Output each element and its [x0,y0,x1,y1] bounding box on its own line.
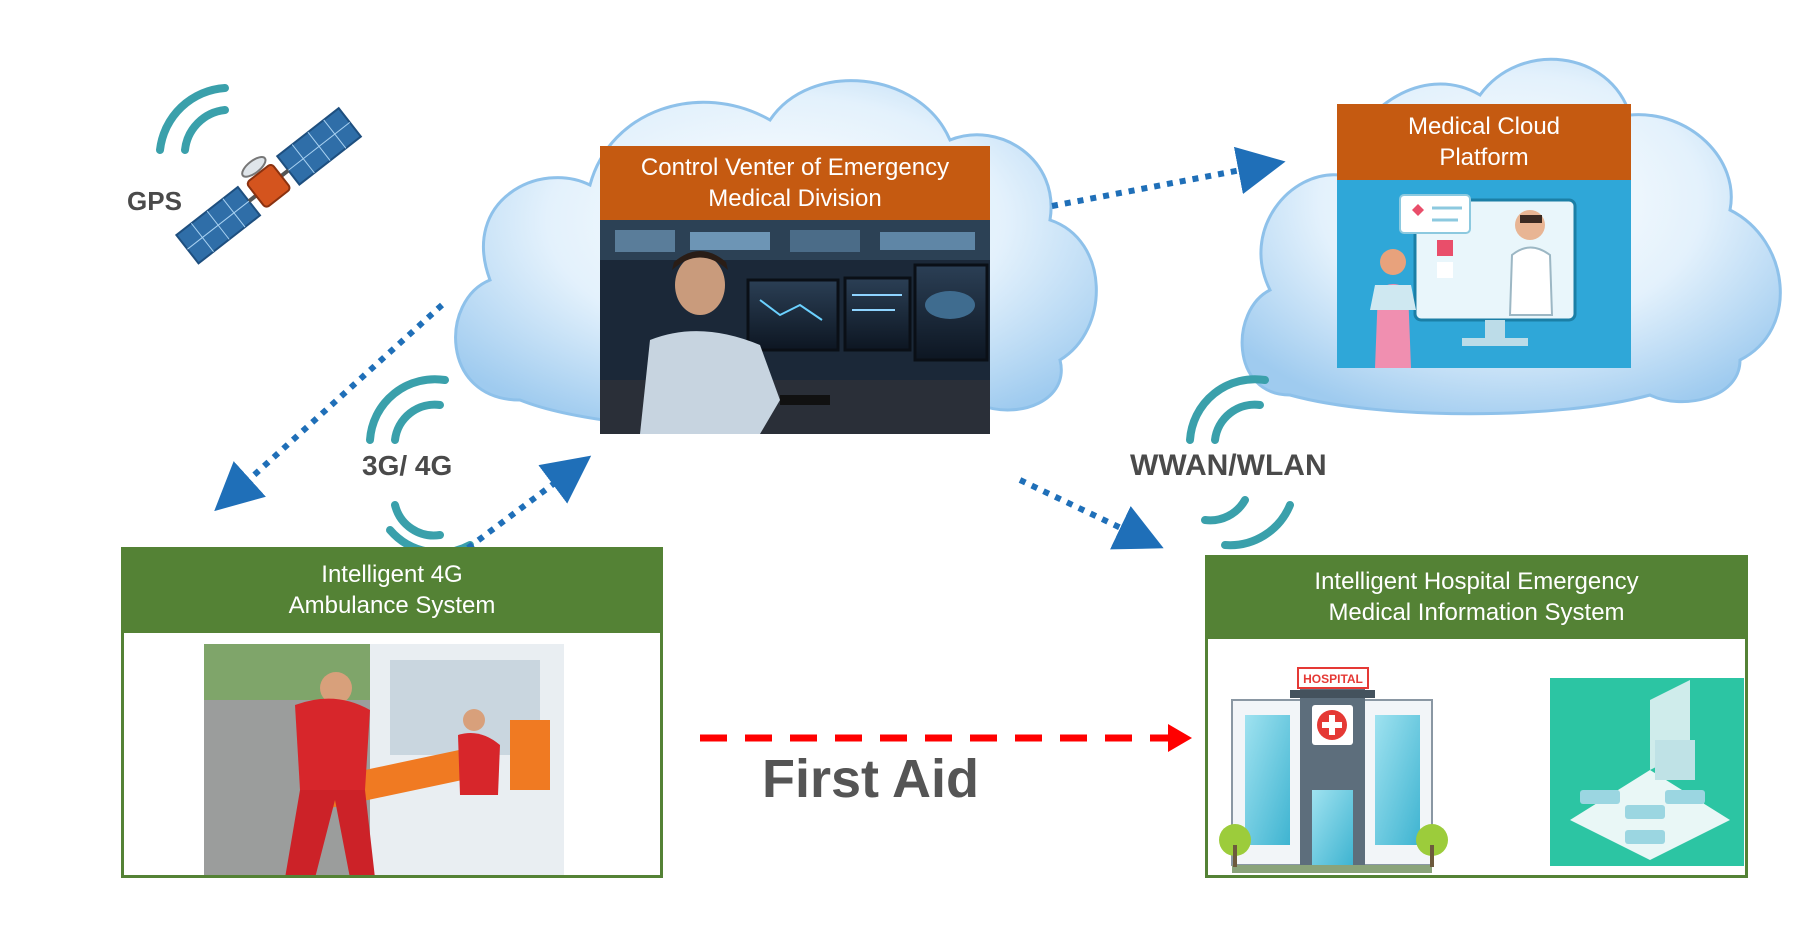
hospital-illustration [1219,685,1448,873]
arrow-cloud-to-platform [1051,146,1286,209]
medical-cloud-image [1337,180,1631,368]
control-center-photo [600,220,990,434]
arrow-ambulance-to-cloud [466,455,592,551]
cloud-platform-header: Medical Cloud Platform [1337,104,1631,180]
gps-label: GPS [127,186,182,216]
ambulance-header: Intelligent 4G Ambulance System [121,547,663,633]
ambulance-signal-icon-lower [386,501,474,557]
control-center-header: Control Venter of Emergency Medical Divi… [600,146,990,220]
arrow-cloud-to-ambulance [214,302,445,512]
first-aid-label: First Aid [762,749,980,809]
first-aid-arrow [700,724,1192,752]
hospital-signal-icon-lower [1201,496,1294,550]
hospital-sign-text: HOSPITAL [1303,672,1363,686]
network-hospital-label: WWAN/WLAN [1130,449,1327,482]
ward-illustration [1550,678,1744,866]
hospital-signal-icon-upper [1186,375,1269,444]
network-ambulance-label: 3G/ 4G [362,450,453,481]
ambulance-photo [204,644,564,878]
ambulance-signal-icon-upper [366,375,449,444]
gps-signal-icon [156,84,229,154]
hospital-header: Intelligent Hospital Emergency Medical I… [1205,555,1748,639]
arrow-cloud-to-hospital [1018,477,1164,550]
hospital-sign [1297,667,1369,689]
satellite-icon [174,106,363,265]
